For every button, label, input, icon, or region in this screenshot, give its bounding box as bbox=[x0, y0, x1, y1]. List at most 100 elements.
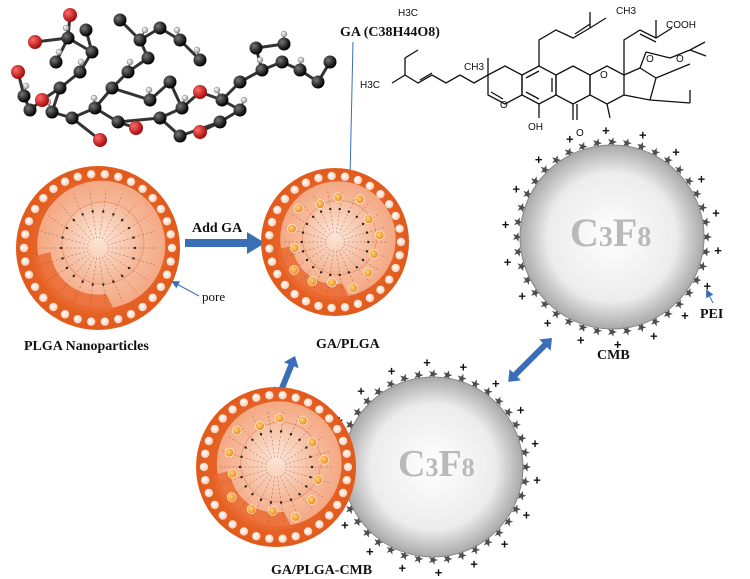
pei-spike bbox=[504, 516, 514, 527]
polymer-chain bbox=[59, 255, 92, 293]
polymer-node bbox=[289, 433, 293, 436]
pore-dot bbox=[228, 520, 237, 529]
ga-drug-dot bbox=[274, 413, 285, 424]
polymer-chain bbox=[73, 194, 95, 240]
pore-dot bbox=[218, 414, 227, 423]
pore-dot bbox=[156, 282, 166, 292]
polymer-node bbox=[65, 226, 69, 230]
pore-dot bbox=[148, 193, 157, 203]
polymer-chain bbox=[220, 469, 267, 484]
pore-dot bbox=[39, 193, 48, 203]
conjugate-ga-plga-nanoparticle bbox=[196, 387, 356, 547]
carbon-atom bbox=[213, 115, 227, 129]
polymer-node bbox=[269, 501, 273, 504]
positive-charge-mark: + bbox=[341, 517, 349, 532]
pei-spike bbox=[552, 155, 562, 165]
polymer-node bbox=[251, 493, 254, 496]
polymer-node bbox=[61, 257, 64, 260]
positive-charge-mark: + bbox=[470, 557, 478, 572]
ga-drug-dot bbox=[227, 468, 238, 479]
polymer-chain bbox=[342, 246, 380, 272]
positive-charge-mark: + bbox=[535, 152, 543, 167]
positive-charge-mark: + bbox=[366, 544, 374, 559]
pore-dot bbox=[265, 534, 274, 543]
pore-dot bbox=[365, 293, 375, 303]
polymer-chain bbox=[327, 189, 334, 234]
polymer-chain bbox=[99, 257, 107, 307]
pei-spike bbox=[363, 396, 373, 406]
polymer-node bbox=[289, 498, 293, 501]
pei-spike bbox=[504, 407, 514, 418]
molecule-bond bbox=[111, 86, 151, 102]
pei-spike bbox=[692, 189, 702, 199]
pore-dot bbox=[100, 170, 110, 179]
ch3-label: CH3 bbox=[464, 62, 484, 73]
pore-dot bbox=[265, 244, 274, 253]
carbon-atom bbox=[249, 41, 263, 55]
carbon-atom bbox=[133, 33, 147, 47]
ga-formula-label: GA (C38H44O8) bbox=[340, 25, 440, 40]
pei-spike bbox=[684, 176, 694, 186]
hydrogen-atom bbox=[126, 58, 134, 66]
hydrogen-atom bbox=[181, 94, 189, 102]
polymer-node bbox=[310, 465, 314, 469]
add-ga-arrow bbox=[185, 232, 265, 254]
polymer-node bbox=[347, 210, 351, 213]
pore-dot bbox=[210, 500, 219, 510]
pei-spike bbox=[346, 420, 356, 430]
oxygen-atom bbox=[28, 35, 42, 49]
polymer-node bbox=[298, 438, 301, 441]
ga-plga-cmb-label: GA/PLGA-CMB bbox=[271, 563, 372, 578]
positive-charge-mark: + bbox=[698, 172, 706, 187]
ga-drug-dot bbox=[290, 512, 301, 522]
carbon-atom bbox=[143, 93, 157, 107]
pore-dot bbox=[239, 527, 249, 536]
pore-dot bbox=[314, 301, 323, 311]
polymer-chain bbox=[99, 189, 107, 239]
polymer-chain bbox=[41, 231, 89, 246]
polymer-node bbox=[329, 273, 332, 277]
ga-drug-dot bbox=[363, 267, 373, 278]
polymer-node bbox=[305, 485, 308, 488]
polymer-node bbox=[301, 231, 305, 234]
ga-plga-nanoparticle bbox=[261, 168, 409, 316]
pei-spike bbox=[400, 550, 410, 561]
pore-dot bbox=[30, 204, 40, 214]
polymer-chain bbox=[106, 253, 148, 281]
positive-charge-mark: + bbox=[544, 316, 552, 331]
pei-spike bbox=[663, 155, 673, 165]
polymer-node bbox=[102, 283, 105, 286]
pei-spike bbox=[363, 528, 373, 538]
positive-charge-mark: + bbox=[712, 206, 720, 221]
pei-spike bbox=[471, 545, 481, 555]
pore-dot bbox=[166, 230, 175, 239]
pei-spike bbox=[540, 165, 550, 175]
pei-spike bbox=[429, 369, 438, 379]
hydrogen-atom bbox=[297, 56, 305, 64]
carbon-atom bbox=[105, 81, 119, 95]
pei-spike bbox=[443, 554, 453, 564]
pore-dot bbox=[396, 237, 406, 247]
pei-spike bbox=[494, 396, 504, 406]
pore-dot bbox=[315, 520, 324, 529]
pore-dot bbox=[303, 527, 313, 536]
positive-charge-mark: + bbox=[513, 182, 521, 197]
polymer-node bbox=[133, 246, 137, 250]
pei-spike bbox=[608, 137, 617, 147]
pore-dot bbox=[100, 317, 110, 326]
pore-dot bbox=[114, 314, 123, 324]
hydrogen-atom bbox=[62, 24, 70, 32]
pei-spike bbox=[457, 373, 467, 384]
pore-dot bbox=[228, 405, 237, 414]
ga-drug-dot bbox=[315, 199, 325, 209]
pore-dot bbox=[391, 263, 400, 273]
ring-o-label-4: O bbox=[676, 54, 684, 65]
pei-spike bbox=[511, 504, 521, 514]
hydrogen-atom bbox=[141, 26, 149, 34]
polymer-chain bbox=[283, 471, 325, 499]
np-core bbox=[240, 421, 322, 503]
pore-dot bbox=[30, 282, 40, 292]
ch3-label-top: CH3 bbox=[616, 6, 636, 17]
polymer-chain bbox=[290, 212, 328, 238]
ga-drug-dot bbox=[289, 265, 299, 275]
